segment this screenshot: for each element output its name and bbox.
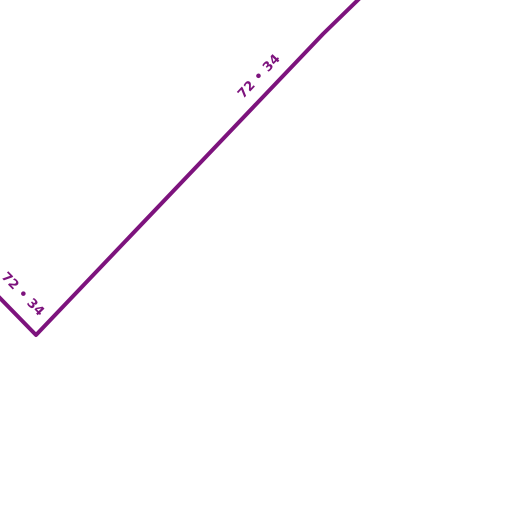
route-line[interactable] bbox=[0, 0, 362, 337]
